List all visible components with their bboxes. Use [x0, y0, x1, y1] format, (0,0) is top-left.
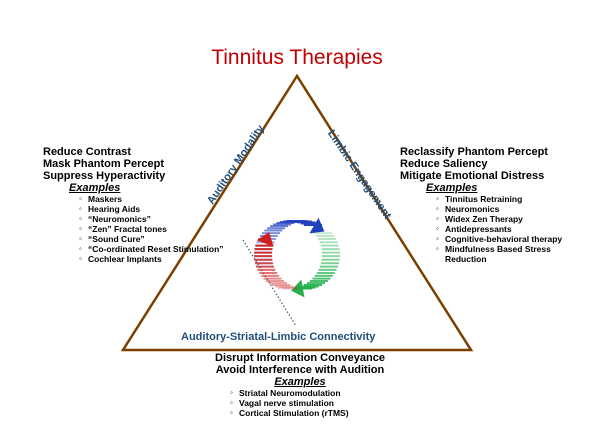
- left-examples-label: Examples: [69, 182, 121, 194]
- list-item: Widex Zen Therapy: [436, 214, 590, 224]
- right-heading-3: Mitigate Emotional Distress: [400, 170, 545, 182]
- left-heading-2: Mask Phantom Percept: [43, 158, 165, 170]
- list-item: Tinnitus Retraining: [436, 194, 590, 204]
- right-examples-label: Examples: [426, 182, 478, 194]
- bottom-examples-label: Examples: [274, 376, 326, 388]
- list-item: Striatal Neuromodulation: [230, 388, 450, 398]
- right-strategy-group: Reclassify Phantom Percept Reduce Salien…: [400, 146, 590, 264]
- blue-arc-arrow-head: [309, 217, 325, 234]
- diagram-title: Tinnitus Therapies: [211, 46, 383, 69]
- red-arc-arrow-head: [256, 232, 274, 247]
- right-heading-2: Reduce Saliency: [400, 158, 488, 170]
- list-item: “Neuromonics”: [79, 214, 233, 224]
- list-item: Cognitive-behavioral therapy: [436, 234, 590, 244]
- bottom-strategy-group: Disrupt Information Conveyance Avoid Int…: [150, 352, 450, 418]
- list-item: Neuromonics: [436, 204, 590, 214]
- list-item: Mindfulness Based Stress Reduction: [436, 244, 590, 264]
- bottom-heading-2: Avoid Interference with Audition: [215, 364, 385, 376]
- list-item: Hearing Aids: [79, 204, 233, 214]
- left-heading-1: Reduce Contrast: [43, 146, 132, 158]
- right-heading-1: Reclassify Phantom Percept: [400, 146, 548, 158]
- green-arc-arrow-head: [291, 279, 305, 298]
- left-strategy-group: Reduce Contrast Mask Phantom Percept Sup…: [43, 146, 233, 264]
- right-examples-list: Tinnitus Retraining Neuromonics Widex Ze…: [436, 194, 590, 264]
- list-item: Cortical Stimulation (rTMS): [230, 408, 450, 418]
- list-item: Cochlear Implants: [79, 254, 233, 264]
- bottom-examples-list: Striatal Neuromodulation Vagal nerve sti…: [230, 388, 450, 418]
- list-item: “Co-ordinated Reset Stimulation”: [79, 244, 233, 254]
- left-heading-3: Suppress Hyperactivity: [43, 170, 166, 182]
- list-item: Vagal nerve stimulation: [230, 398, 450, 408]
- list-item: Antidepressants: [436, 224, 590, 234]
- dotted-connector: [242, 239, 297, 327]
- list-item: Maskers: [79, 194, 233, 204]
- bottom-heading-1: Disrupt Information Conveyance: [215, 352, 385, 364]
- cycle-arrows: [254, 217, 340, 298]
- label-auditory-striatal-limbic-connectivity: Auditory-Striatal-Limbic Connectivity: [181, 331, 376, 343]
- red-arc-arrow: [254, 232, 301, 290]
- green-arc-arrow: [291, 232, 340, 298]
- left-examples-list: Maskers Hearing Aids “Neuromonics” “Zen”…: [79, 194, 233, 264]
- list-item: “Zen” Fractal tones: [79, 224, 233, 234]
- list-item: “Sound Cure”: [79, 234, 233, 244]
